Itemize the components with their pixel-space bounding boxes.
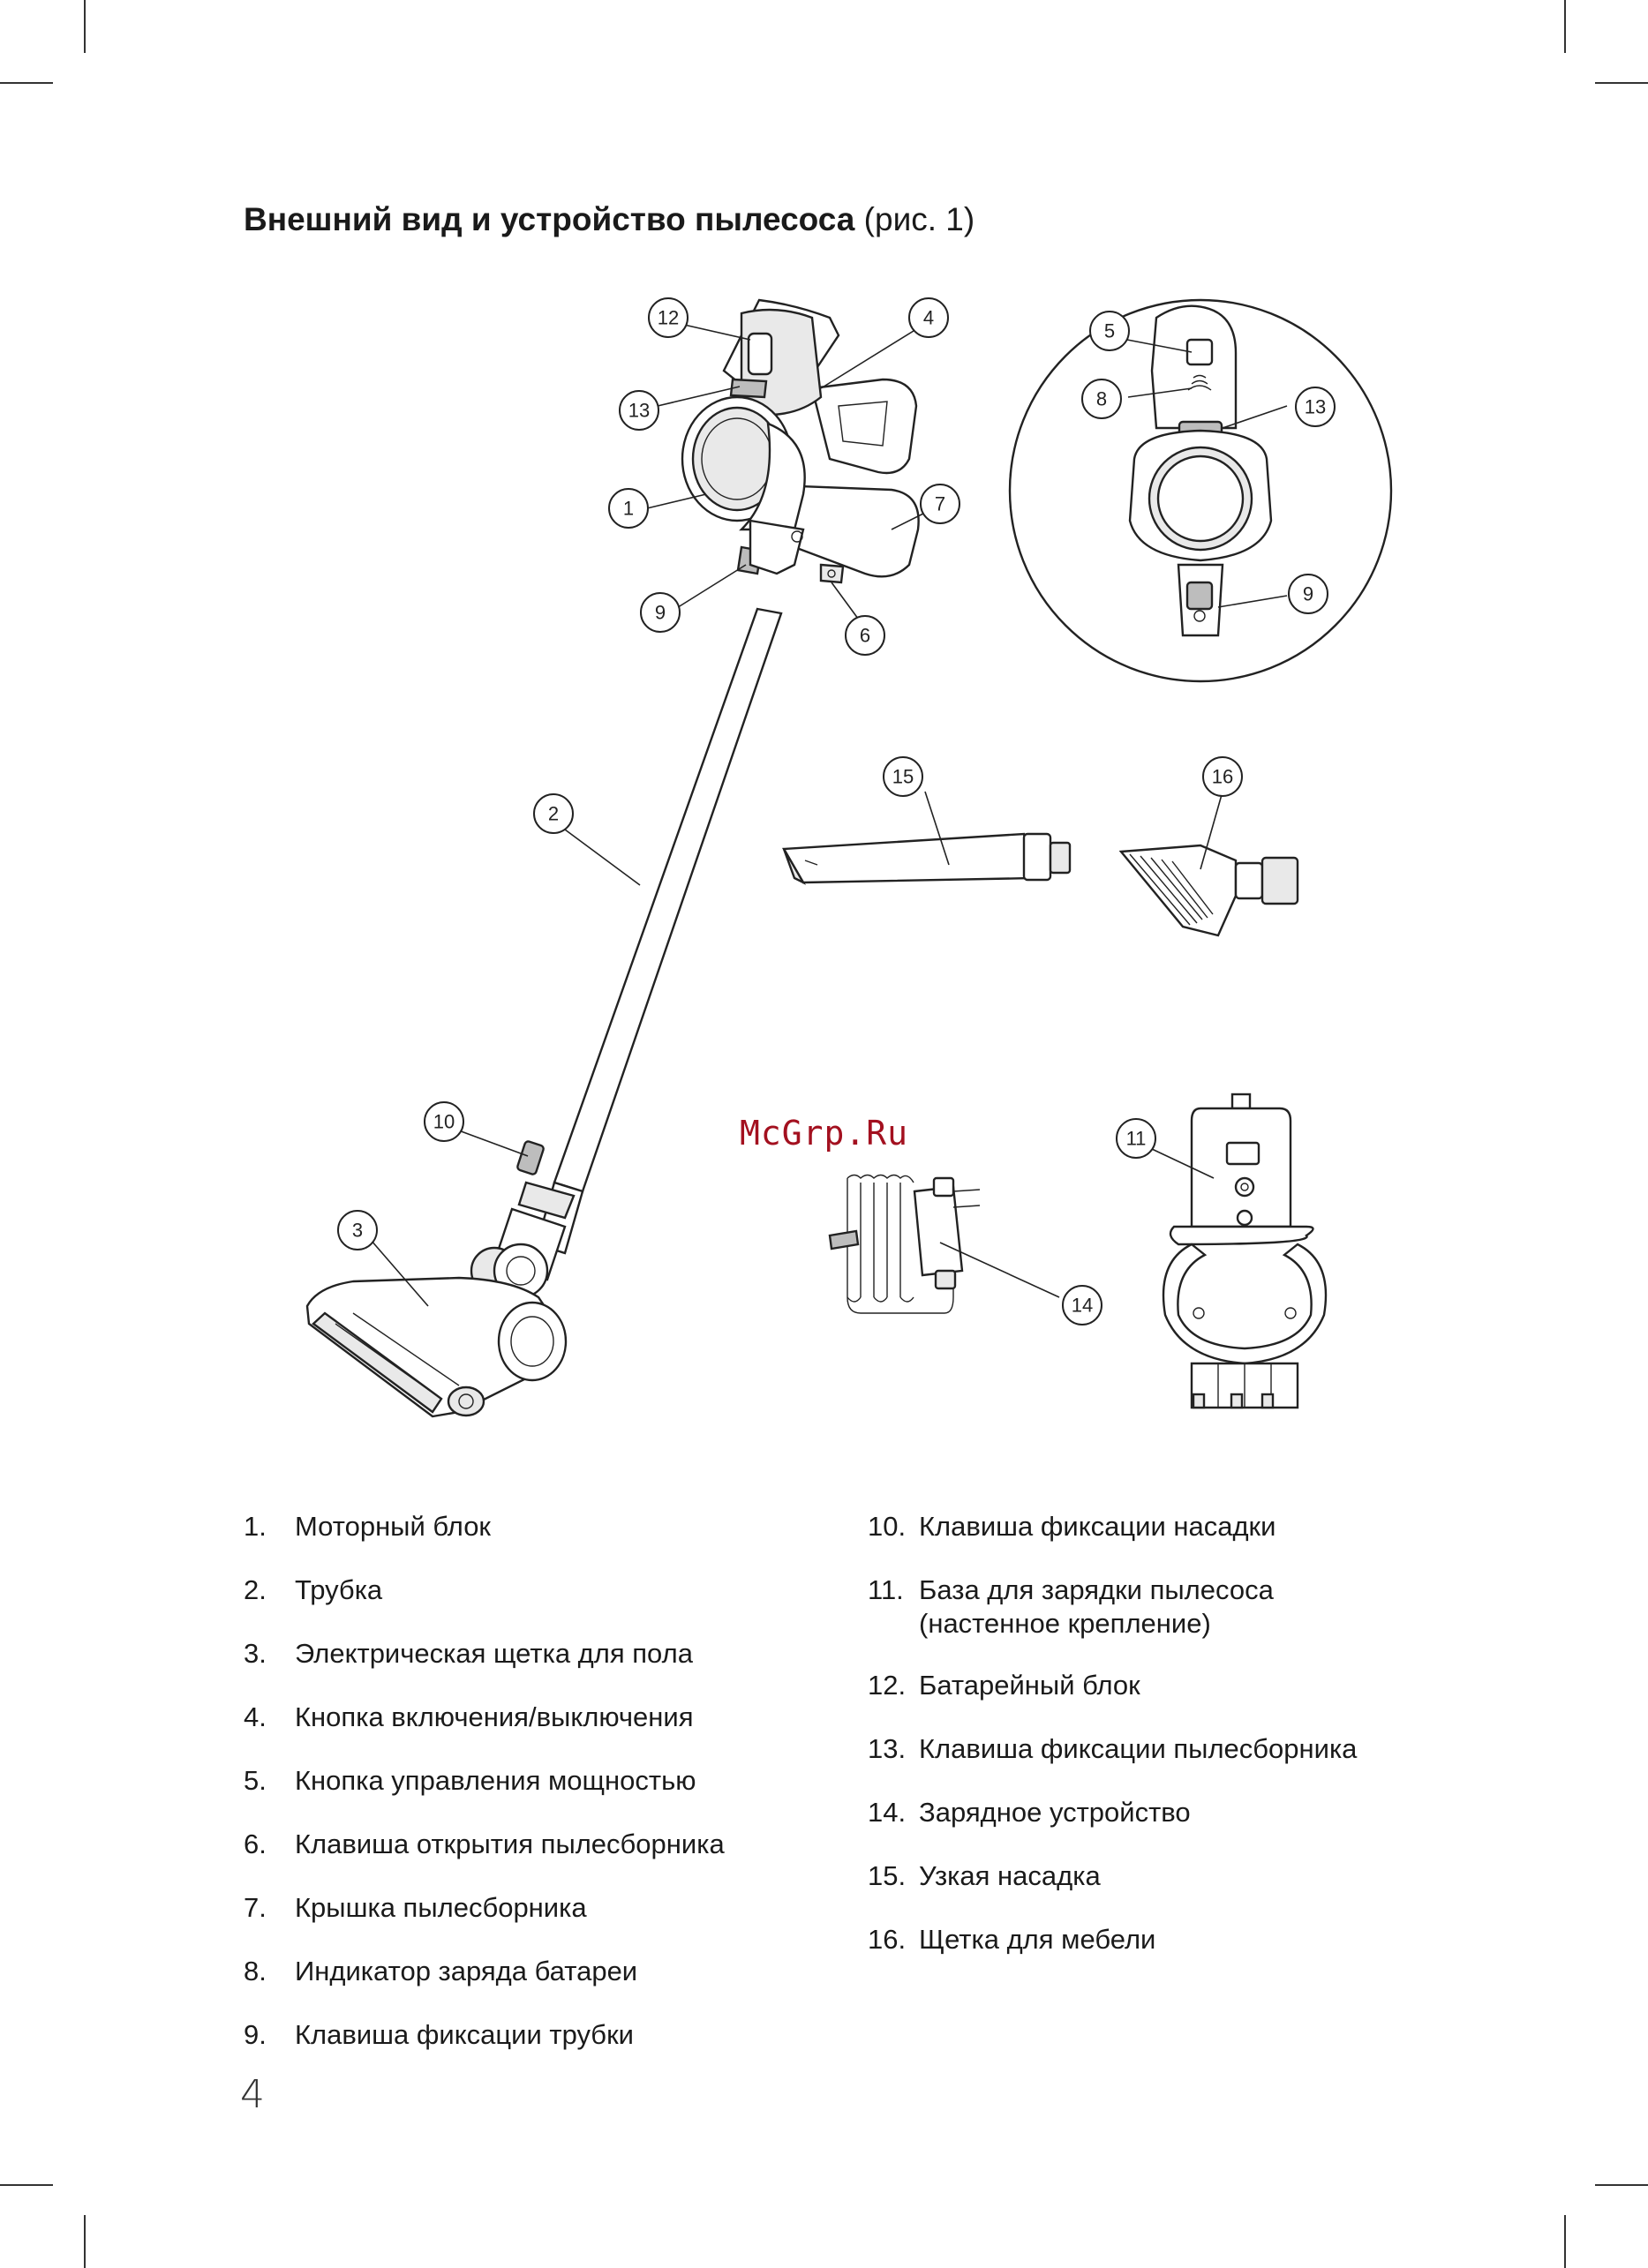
- charger: [828, 1174, 981, 1314]
- crop-mark: [84, 0, 86, 53]
- page-title: Внешний вид и устройство пылесоса (рис. …: [244, 201, 975, 238]
- crop-mark: [1564, 0, 1566, 53]
- callout-6: 6: [845, 615, 885, 656]
- crop-mark: [1595, 2184, 1648, 2186]
- watermark: McGrp.Ru: [740, 1114, 909, 1153]
- svg-text:1: 1: [623, 498, 634, 520]
- svg-text:9: 9: [1303, 583, 1313, 605]
- svg-text:9: 9: [655, 602, 666, 624]
- callout-14: 14: [1062, 1285, 1102, 1326]
- callout-3: 3: [337, 1210, 378, 1250]
- charging-base: [1162, 1093, 1328, 1409]
- svg-text:2: 2: [548, 803, 559, 825]
- svg-text:6: 6: [860, 625, 870, 647]
- svg-text:5: 5: [1104, 320, 1115, 342]
- callout-4: 4: [908, 297, 949, 338]
- svg-text:11: 11: [1126, 1128, 1147, 1150]
- svg-text:3: 3: [352, 1220, 363, 1242]
- title-figure-ref: (рис. 1): [863, 201, 975, 237]
- svg-text:8: 8: [1096, 388, 1107, 410]
- crop-mark: [0, 2184, 53, 2186]
- svg-text:16: 16: [1212, 766, 1233, 788]
- legend-right: 10.Клавиша фиксации насадки 11.База для …: [868, 1511, 1358, 1955]
- callout-12: 12: [648, 297, 689, 338]
- callout-2: 2: [533, 793, 574, 834]
- callout-9: 9: [640, 592, 681, 633]
- crop-mark: [0, 82, 53, 84]
- callout-5: 5: [1089, 311, 1130, 351]
- legend-left: 1.Моторный блок 2.Трубка 3.Электрическая…: [244, 1511, 725, 2050]
- svg-text:14: 14: [1072, 1295, 1093, 1317]
- dust-container: [775, 484, 920, 578]
- handle: [810, 378, 918, 475]
- svg-text:7: 7: [935, 493, 945, 515]
- callout-8: 8: [1081, 379, 1122, 419]
- crop-mark: [1595, 82, 1648, 84]
- callout-10: 10: [424, 1101, 464, 1142]
- page-number: 4: [240, 2072, 265, 2117]
- title-bold: Внешний вид и устройство пылесоса: [244, 201, 855, 237]
- callout-15: 15: [883, 756, 923, 797]
- crop-mark: [1564, 2215, 1566, 2268]
- callout-9-zoom: 9: [1288, 574, 1328, 614]
- svg-text:12: 12: [658, 307, 679, 329]
- callout-16: 16: [1202, 756, 1243, 797]
- vacuum-diagram: 1 2 3 4 5 6 7 8 9 9 10 11 12 13 13 14 15…: [305, 297, 1393, 1418]
- svg-text:4: 4: [923, 307, 934, 329]
- callout-13: 13: [619, 390, 659, 431]
- callout-1: 1: [608, 488, 649, 529]
- crevice-tool: [781, 832, 1035, 884]
- svg-text:10: 10: [433, 1111, 455, 1133]
- svg-text:13: 13: [1305, 396, 1326, 418]
- callout-7: 7: [920, 484, 960, 524]
- crop-mark: [84, 2215, 86, 2268]
- tube: [553, 607, 783, 1193]
- svg-text:13: 13: [628, 400, 650, 422]
- callout-11: 11: [1116, 1118, 1156, 1159]
- callout-13-zoom: 13: [1295, 387, 1336, 427]
- svg-text:15: 15: [892, 766, 914, 788]
